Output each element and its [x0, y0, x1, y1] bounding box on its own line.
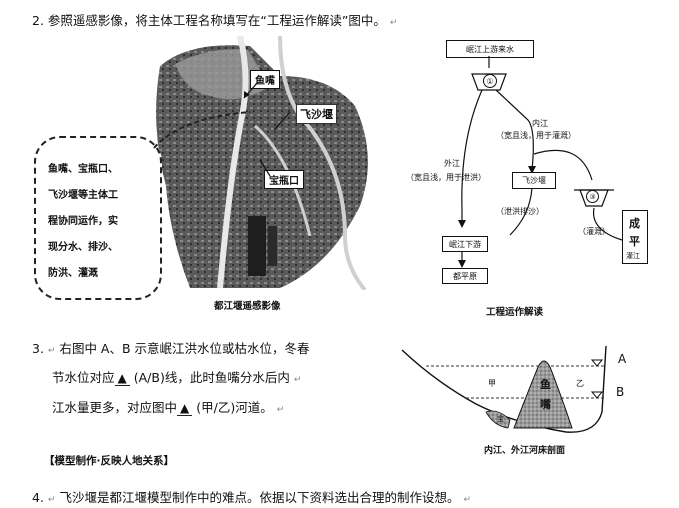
section-header: 【模型制作·反映人地关系】: [44, 453, 174, 468]
fish-char: 嘴: [540, 396, 551, 412]
label-b: B: [616, 385, 624, 399]
bubble-line: 现分水、排沙、: [48, 238, 118, 253]
question-4-number: 4.: [32, 490, 44, 505]
question-3-line1: 3. ↵ 右图中 A、B 示意岷江洪水位或枯水位，冬春: [32, 338, 310, 357]
label-guangai: （灌溉）: [578, 226, 610, 237]
chengdu-char: 平: [629, 233, 640, 249]
flow-caption: 工程运作解读: [486, 304, 543, 318]
question-3-line3: 江水量更多，对应图中▲ (甲/乙)河道。 ↵: [52, 397, 284, 416]
box-downstream: 岷江下游: [442, 236, 488, 252]
question-2-number: 2.: [32, 13, 44, 28]
callout-bubble: 鱼嘴、宝瓶口、 飞沙堰等主体工 程协同运作，实 现分水、排沙、 防洪、灌溉: [34, 136, 162, 300]
label-yi: 乙: [576, 378, 584, 389]
bubble-line: 程协同运作，实: [48, 212, 118, 227]
label-waijiang: 外江: [444, 158, 460, 169]
question-4-text: 飞沙堰是都江堰模型制作中的难点。依据以下资料选出合理的制作设想。: [59, 490, 459, 505]
map-caption: 都江堰遥感影像: [214, 298, 281, 312]
bubble-line: 防洪、灌溉: [48, 264, 98, 279]
circle-3: ③: [586, 190, 599, 203]
chengdu-sub: 灌江: [626, 251, 640, 261]
box-plain: 都平原: [442, 268, 488, 284]
box-feishayan: 飞沙堰: [512, 172, 556, 189]
label-neijiang-sub: （宽且浅，用于灌溉）: [496, 130, 576, 141]
question-4: 4. ↵ 飞沙堰是都江堰模型制作中的难点。依据以下资料选出合理的制作设想。 ↵: [32, 487, 471, 506]
label-waijiang-sub: （宽且浅，用于泄洪）: [406, 172, 486, 183]
chengdu-char: 成: [629, 215, 640, 231]
answer-blank-ab[interactable]: ▲: [115, 370, 130, 386]
bubble-line: 鱼嘴、宝瓶口、: [48, 160, 118, 175]
question-3-number: 3.: [32, 341, 44, 356]
cross-section: [396, 342, 679, 446]
label-paisha: （泄洪排沙）: [496, 206, 544, 217]
bubble-pointer: [150, 108, 260, 168]
label-a: A: [618, 352, 626, 366]
answer-blank-jiayi[interactable]: ▲: [177, 400, 192, 416]
label-jia: 甲: [488, 378, 496, 389]
question-3-line2: 节水位对应▲ (A/B)线，此时鱼嘴分水后内 ↵: [52, 367, 301, 386]
box-chengdu: 成 平 灌江: [622, 210, 648, 264]
paragraph-mark: ↵: [390, 18, 398, 28]
question-2-text: 参照遥感影像，将主体工程名称填写在“工程运作解读”图中。: [48, 13, 386, 28]
fish-char: 鱼: [540, 376, 551, 392]
circle-1: ①: [483, 74, 497, 88]
question-3-text: 右图中 A、B 示意岷江洪水位或枯水位，冬春: [59, 341, 309, 356]
cross-caption: 内江、外江河床剖面: [484, 443, 565, 456]
bubble-line: 飞沙堰等主体工: [48, 186, 118, 201]
question-2: 2. 参照遥感影像，将主体工程名称填写在“工程运作解读”图中。 ↵: [32, 10, 397, 29]
label-neijiang: 内江: [532, 118, 548, 129]
gravel-char: 宝: [497, 414, 504, 424]
